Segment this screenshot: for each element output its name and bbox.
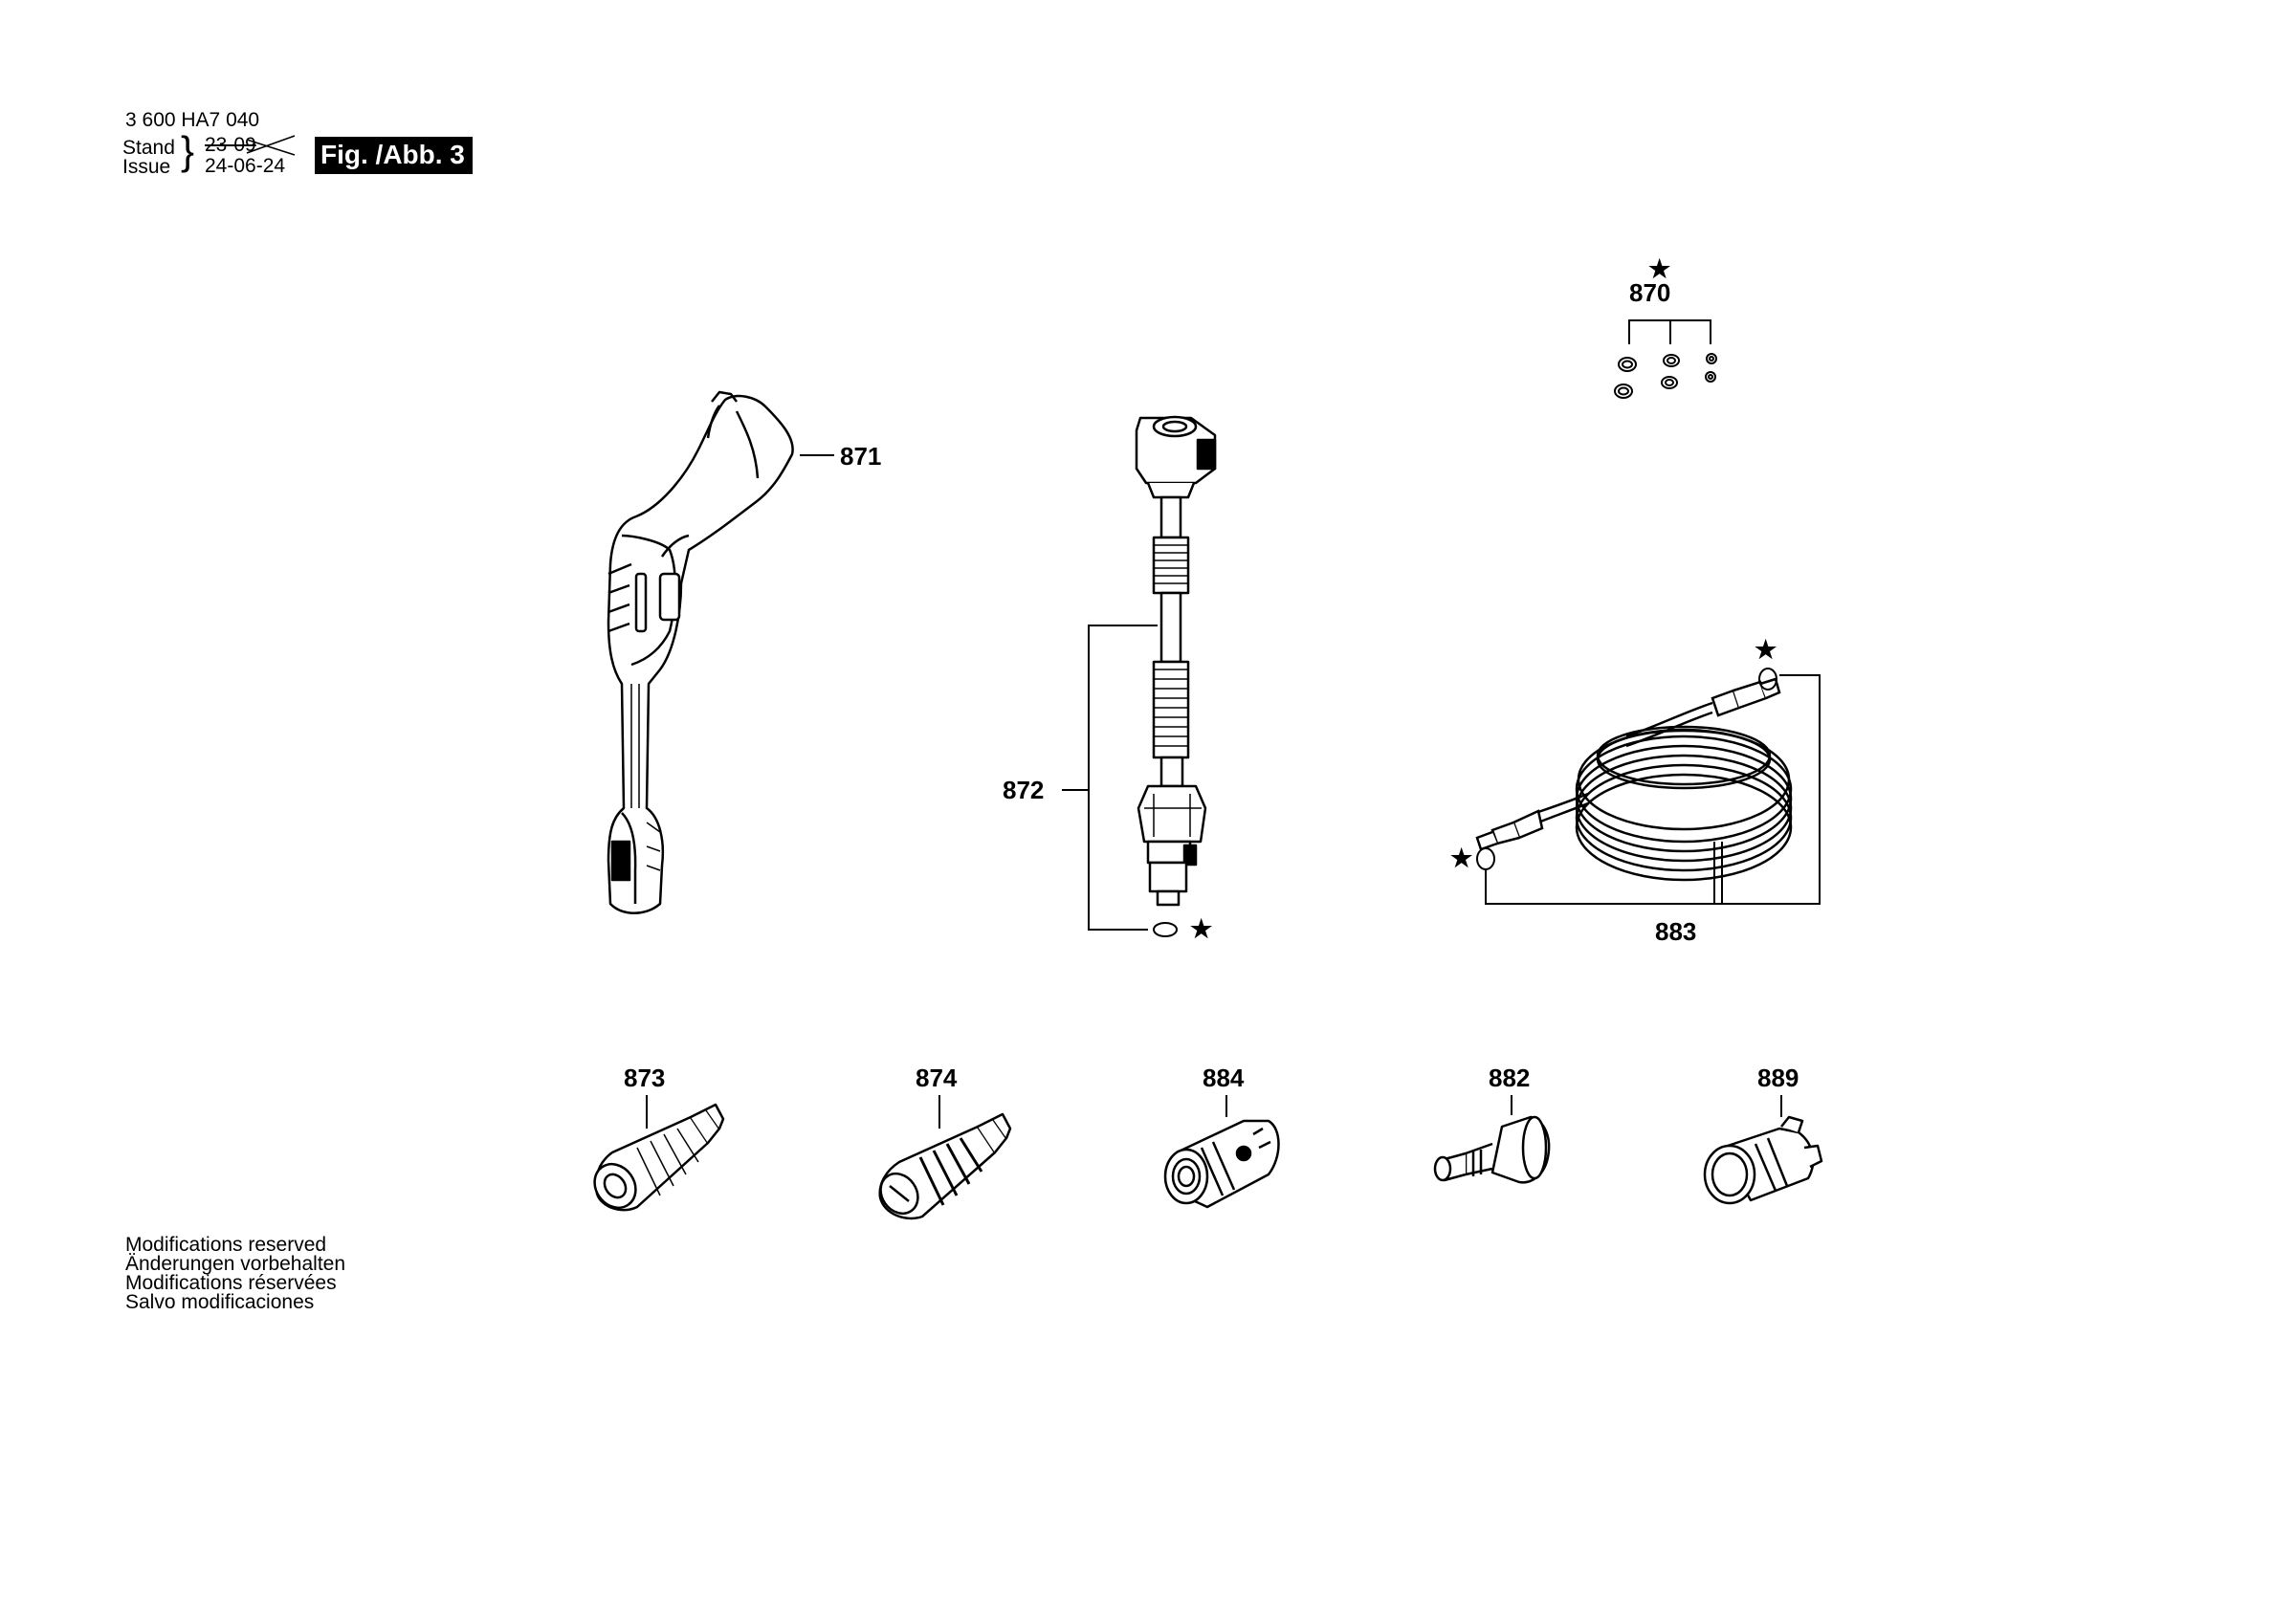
hose-883 (1475, 677, 1793, 882)
label-883: 883 (1655, 917, 1696, 946)
oring-872 (1153, 922, 1178, 937)
oring-set-870: ★ 870 (1614, 254, 1717, 399)
old-date: 23-09 (205, 134, 256, 156)
star-883-top: ★ (1755, 635, 1777, 664)
note-line-en: Modifications reserved (125, 1234, 327, 1256)
label-882: 882 (1489, 1064, 1530, 1092)
document-number: 3 600 HA7 040 (125, 109, 260, 131)
star-870: ★ (1648, 254, 1671, 283)
label-889: 889 (1757, 1064, 1799, 1092)
adapter-884 (1163, 1119, 1280, 1209)
label-870: 870 (1629, 278, 1670, 307)
adapter-889 (1703, 1115, 1823, 1205)
label-873: 873 (624, 1064, 665, 1092)
adapter-882 (1433, 1115, 1551, 1184)
nozzle-873 (593, 1103, 725, 1212)
note-line-de: Änderungen vorbehalten (125, 1253, 346, 1275)
modifications-note: Modifications reserved Änderungen vorbeh… (125, 1234, 346, 1313)
bracket-872 (1062, 625, 1158, 931)
note-line-fr: Modifications réservées (125, 1272, 337, 1294)
label-874: 874 (916, 1064, 958, 1092)
stand-label: Stand (122, 137, 175, 159)
label-871: 871 (840, 442, 881, 471)
bracket-883 (1485, 674, 1821, 905)
nozzle-874 (878, 1112, 1012, 1220)
oring-883-bottom (1476, 847, 1495, 870)
oring-883-top (1758, 668, 1777, 691)
label-884: 884 (1203, 1064, 1245, 1092)
note-line-es: Salvo modificaciones (125, 1291, 315, 1313)
lance-872 (1135, 415, 1217, 907)
issue-date: 24-06-24 (205, 155, 286, 177)
star-872: ★ (1190, 914, 1213, 943)
figure-label: Fig. /Abb. 3 (315, 137, 473, 174)
brace-symbol: } (181, 128, 195, 173)
issue-label: Issue (122, 156, 171, 178)
date-cross-mark (246, 135, 296, 156)
label-872: 872 (1003, 776, 1044, 804)
star-883-bottom: ★ (1450, 844, 1473, 872)
spray-gun-871 (607, 390, 794, 914)
